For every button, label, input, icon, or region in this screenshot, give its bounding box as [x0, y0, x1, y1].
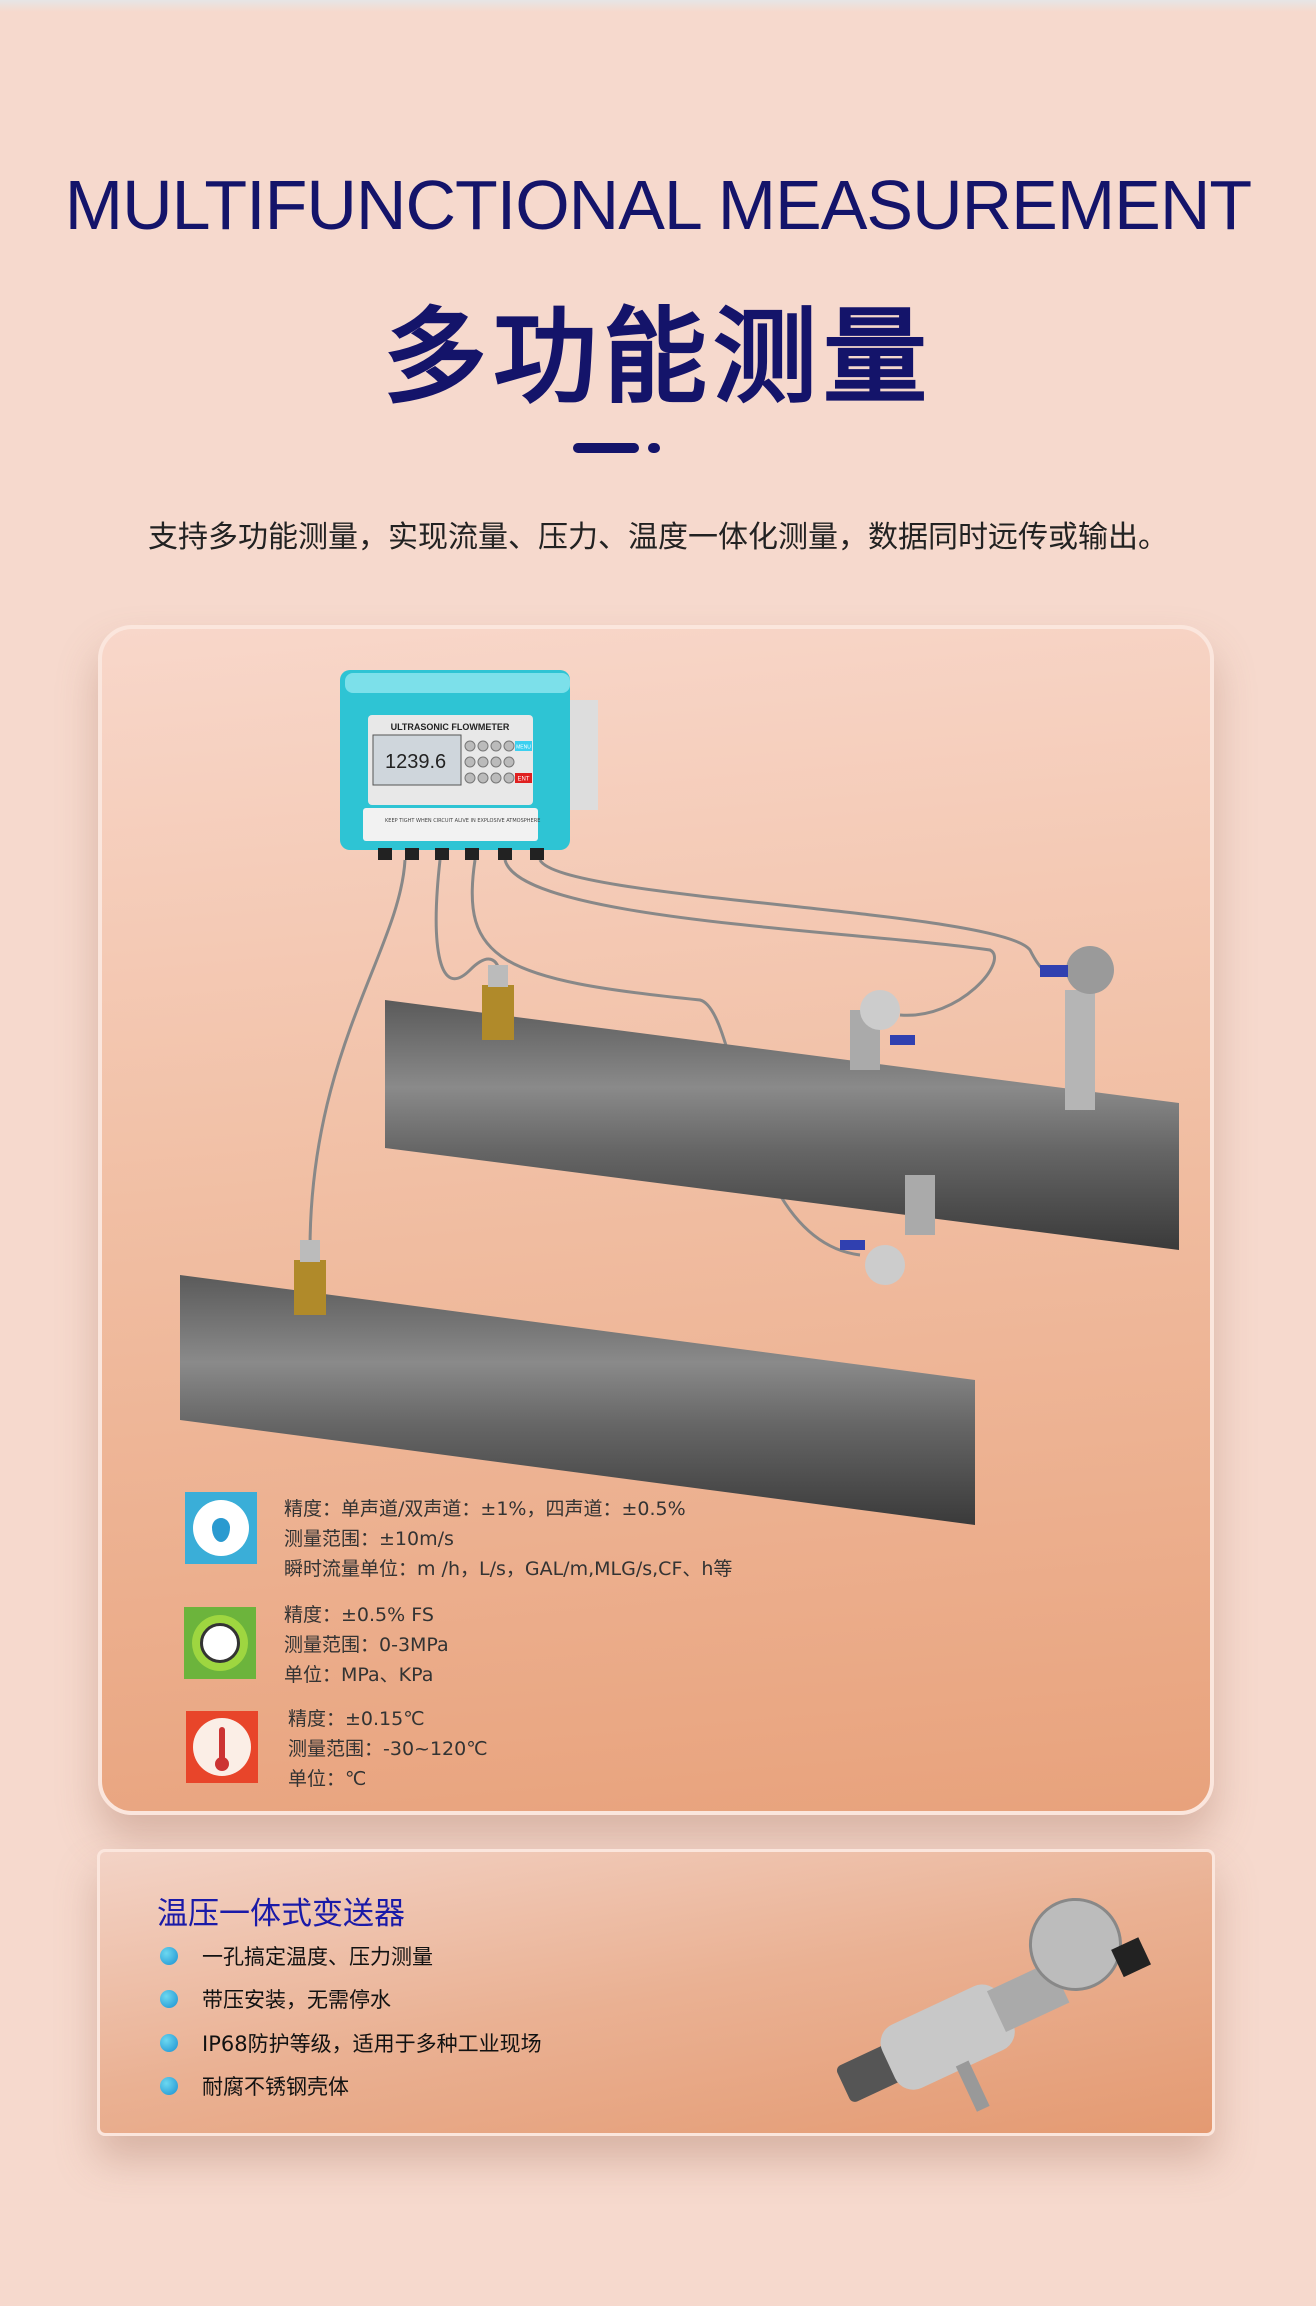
temperature-accuracy: 精度：±0.15℃	[288, 1708, 425, 1730]
clamp-on-transducer-upper	[482, 965, 514, 1040]
clamp-on-transducer-lower	[294, 1240, 326, 1315]
flow-units: 瞬时流量单位：m /h，L/s，GAL/m,MLG/s,CF、h等	[284, 1558, 733, 1580]
transmitter-product-image	[836, 1897, 1151, 2112]
bullet-text: 带压安装，无需停水	[202, 1988, 391, 2012]
title-divider-dot	[648, 443, 660, 453]
bullet-text: IP68防护等级，适用于多种工业现场	[202, 2032, 542, 2056]
device-reading: 1239.6	[385, 751, 446, 773]
pressure-units: 单位：MPa、KPa	[284, 1664, 434, 1686]
temperature-units: 单位：℃	[288, 1768, 367, 1790]
bullet-item: 一孔搞定温度、压力测量	[160, 1941, 433, 1971]
enter-key-label: ENT	[518, 777, 530, 783]
bullet-dot-icon	[160, 2034, 178, 2052]
lower-pipe	[180, 1275, 975, 1525]
pressure-range: 测量范围：0-3MPa	[284, 1634, 449, 1656]
page-subtitle: 支持多功能测量，实现流量、压力、温度一体化测量，数据同时远传或输出。	[148, 520, 1168, 555]
page-title-cn: 多功能测量	[382, 296, 933, 418]
device-warning: KEEP TIGHT WHEN CIRCUIT ALIVE IN EXPLOSI…	[385, 818, 540, 824]
flow-range: 测量范围：±10m/s	[284, 1528, 454, 1550]
bullet-text: 耐腐不锈钢壳体	[202, 2075, 349, 2099]
flowmeter-installation-illustration: ULTRASONIC FLOWMETER 1239.6 MENU ENT KEE…	[180, 670, 1179, 1525]
upper-pipe	[385, 1000, 1179, 1250]
insertion-sensor-top	[850, 990, 915, 1070]
pressure-accuracy: 精度：±0.5% FS	[284, 1604, 434, 1626]
ultrasonic-flowmeter: ULTRASONIC FLOWMETER 1239.6 MENU ENT KEE…	[340, 670, 598, 860]
menu-key	[515, 741, 532, 751]
pressure-spec: 精度：±0.5% FS 测量范围：0-3MPa 单位：MPa、KPa	[284, 1600, 449, 1690]
page-title-en: MULTIFUNCTIONAL MEASUREMENT	[64, 166, 1252, 244]
enter-key	[515, 773, 532, 783]
temperature-spec: 精度：±0.15℃ 测量范围：-30~120℃ 单位：℃	[288, 1704, 488, 1794]
top-bar	[0, 0, 1316, 12]
device-label: ULTRASONIC FLOWMETER	[391, 722, 510, 732]
flow-spec: 精度：单声道/双声道：±1%，四声道：±0.5% 测量范围：±10m/s 瞬时流…	[284, 1494, 732, 1584]
thermometer-icon	[186, 1711, 258, 1783]
bullet-item: 带压安装，无需停水	[160, 1984, 391, 2014]
temperature-range: 测量范围：-30~120℃	[288, 1738, 488, 1760]
bullet-item: IP68防护等级，适用于多种工业现场	[160, 2028, 542, 2058]
water-drop-icon	[185, 1492, 257, 1564]
temp-pressure-transmitter	[1040, 946, 1114, 1110]
pressure-gauge-icon	[184, 1607, 256, 1679]
bullet-text: 一孔搞定温度、压力测量	[202, 1945, 433, 1969]
bullet-dot-icon	[160, 1990, 178, 2008]
menu-key-label: MENU	[516, 745, 531, 751]
insertion-sensor-bottom	[840, 1175, 935, 1285]
flow-accuracy: 精度：单声道/双声道：±1%，四声道：±0.5%	[284, 1498, 686, 1520]
bullet-item: 耐腐不锈钢壳体	[160, 2071, 349, 2101]
title-divider	[573, 443, 639, 453]
keypad	[464, 740, 515, 784]
bullet-dot-icon	[160, 1947, 178, 1965]
bullet-dot-icon	[160, 2077, 178, 2095]
transmitter-title: 温压一体式变送器	[157, 1896, 405, 1932]
